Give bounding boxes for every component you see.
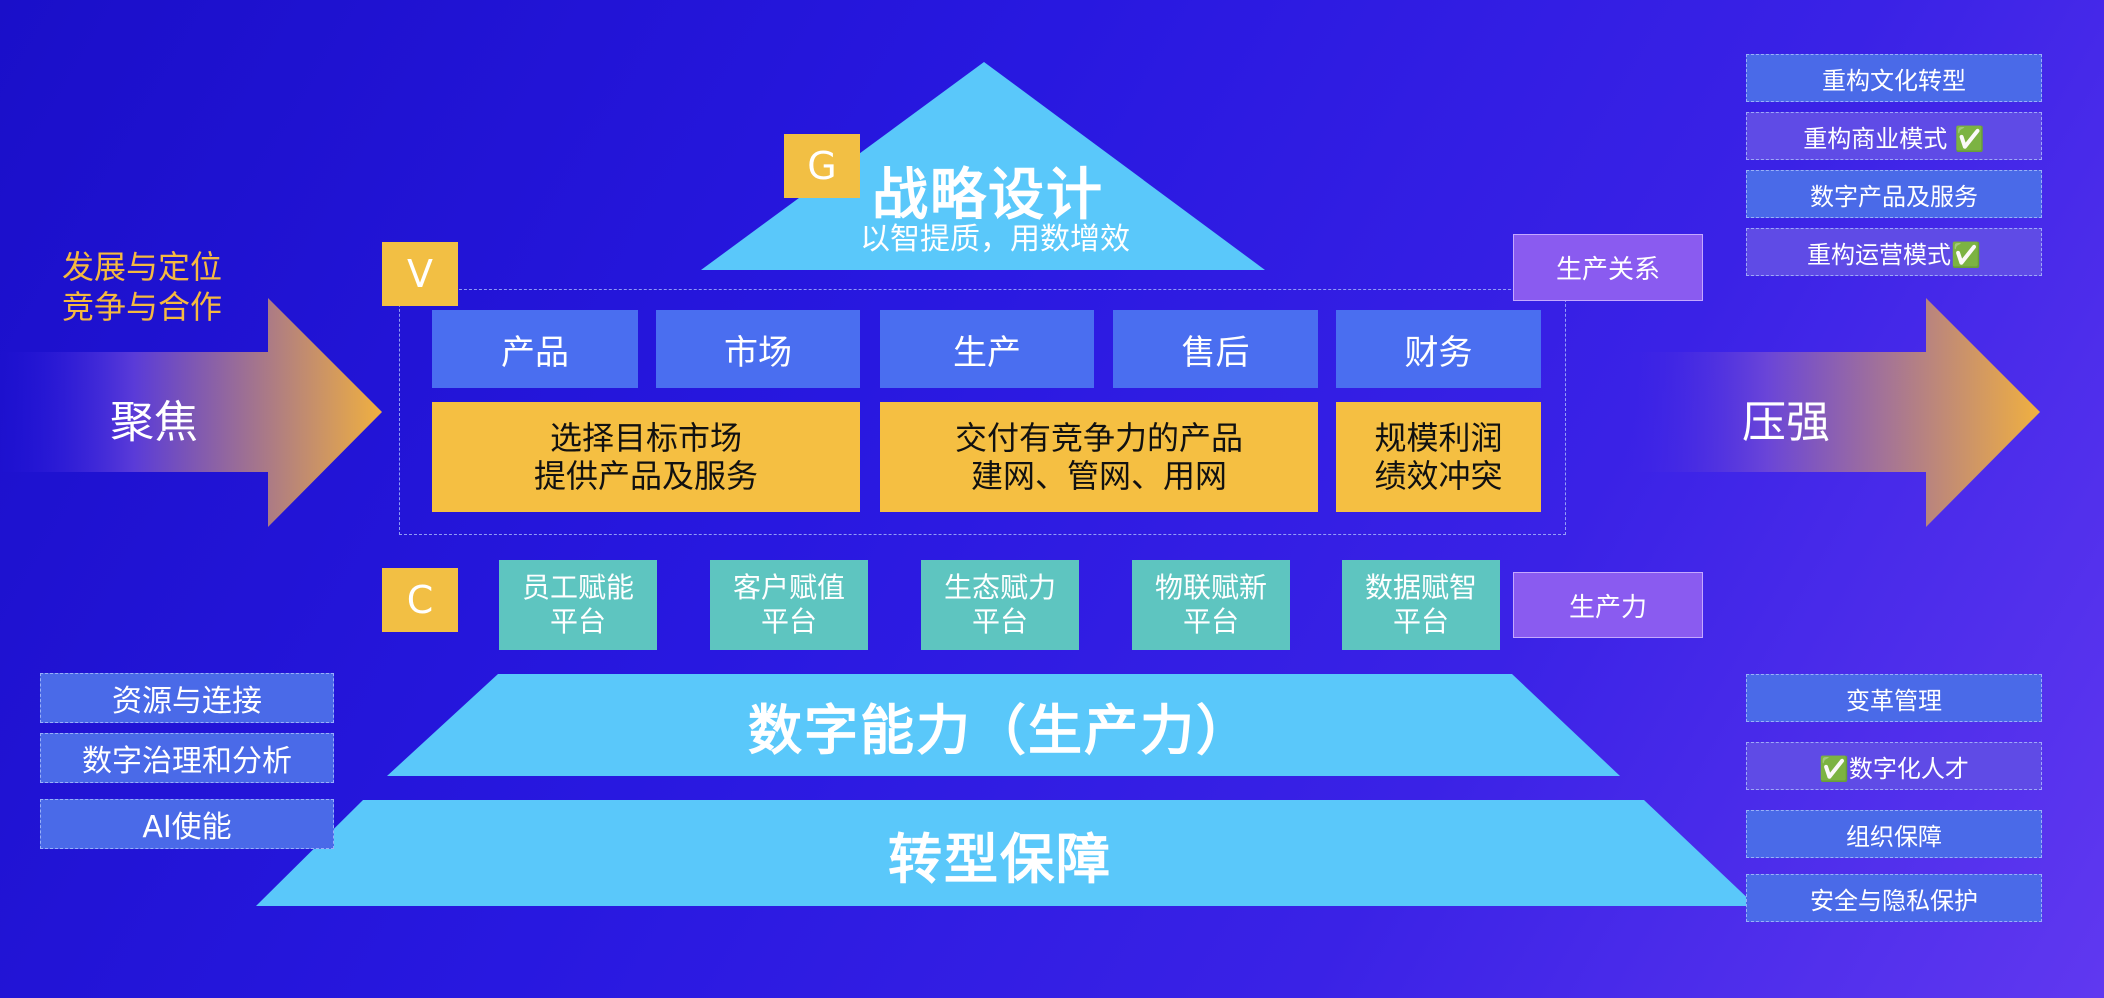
right-box-digital-products: 数字产品及服务 xyxy=(1746,170,2042,218)
digital-capability-label: 数字能力（生产力） xyxy=(748,698,1252,762)
right-box-security-privacy: 安全与隐私保护 xyxy=(1746,874,2042,922)
right-box-business-model: 重构商业模式 ✅ xyxy=(1746,112,2042,160)
value-detail-market: 选择目标市场 提供产品及服务 xyxy=(432,402,860,512)
platform-customer: 客户赋值 平台 xyxy=(710,560,868,650)
left-focus-arrow xyxy=(0,298,382,527)
right-box-operating-model: 重构运营模式✅ xyxy=(1746,228,2042,276)
right-pressure-arrow xyxy=(1620,298,2040,527)
c-badge: C xyxy=(382,568,458,632)
development-positioning-label: 发展与定位 xyxy=(62,248,223,286)
transformation-guarantee-label: 转型保障 xyxy=(888,827,1112,891)
value-chain-product: 产品 xyxy=(432,310,638,388)
value-detail-delivery: 交付有竞争力的产品 建网、管网、用网 xyxy=(880,402,1318,512)
platform-iot: 物联赋新 平台 xyxy=(1132,560,1290,650)
value-chain-market: 市场 xyxy=(656,310,860,388)
right-box-culture: 重构文化转型 xyxy=(1746,54,2042,102)
competition-cooperation-label: 竞争与合作 xyxy=(62,288,223,326)
g-badge: G xyxy=(784,134,860,198)
transformation-guarantee-trapezoid xyxy=(256,800,1756,906)
right-box-organization: 组织保障 xyxy=(1746,810,2042,858)
right-box-digital-talent: ✅数字化人才 xyxy=(1746,742,2042,790)
pressure-arrow-label: 压强 xyxy=(1742,397,1830,448)
strategy-title: 战略设计 xyxy=(872,163,1104,228)
production-relations-box: 生产关系 xyxy=(1513,234,1703,301)
value-chain-production: 生产 xyxy=(880,310,1094,388)
right-box-change-management: 变革管理 xyxy=(1746,674,2042,722)
value-chain-finance: 财务 xyxy=(1336,310,1541,388)
value-detail-profit: 规模利润 绩效冲突 xyxy=(1336,402,1541,512)
digital-capability-trapezoid xyxy=(387,674,1620,776)
v-badge: V xyxy=(382,242,458,306)
value-chain-container xyxy=(399,289,1566,535)
strategy-subtitle: 以智提质，用数增效 xyxy=(860,222,1130,257)
platform-employee: 员工赋能 平台 xyxy=(499,560,657,650)
left-box-resources: 资源与连接 xyxy=(40,673,334,723)
left-box-ai: AI使能 xyxy=(40,799,334,849)
productivity-box: 生产力 xyxy=(1513,572,1703,638)
platform-ecosystem: 生态赋力 平台 xyxy=(921,560,1079,650)
platform-data: 数据赋智 平台 xyxy=(1342,560,1500,650)
focus-arrow-label: 聚焦 xyxy=(110,397,198,448)
strategy-triangle xyxy=(701,62,1265,270)
left-box-governance: 数字治理和分析 xyxy=(40,733,334,783)
value-chain-aftersales: 售后 xyxy=(1113,310,1318,388)
